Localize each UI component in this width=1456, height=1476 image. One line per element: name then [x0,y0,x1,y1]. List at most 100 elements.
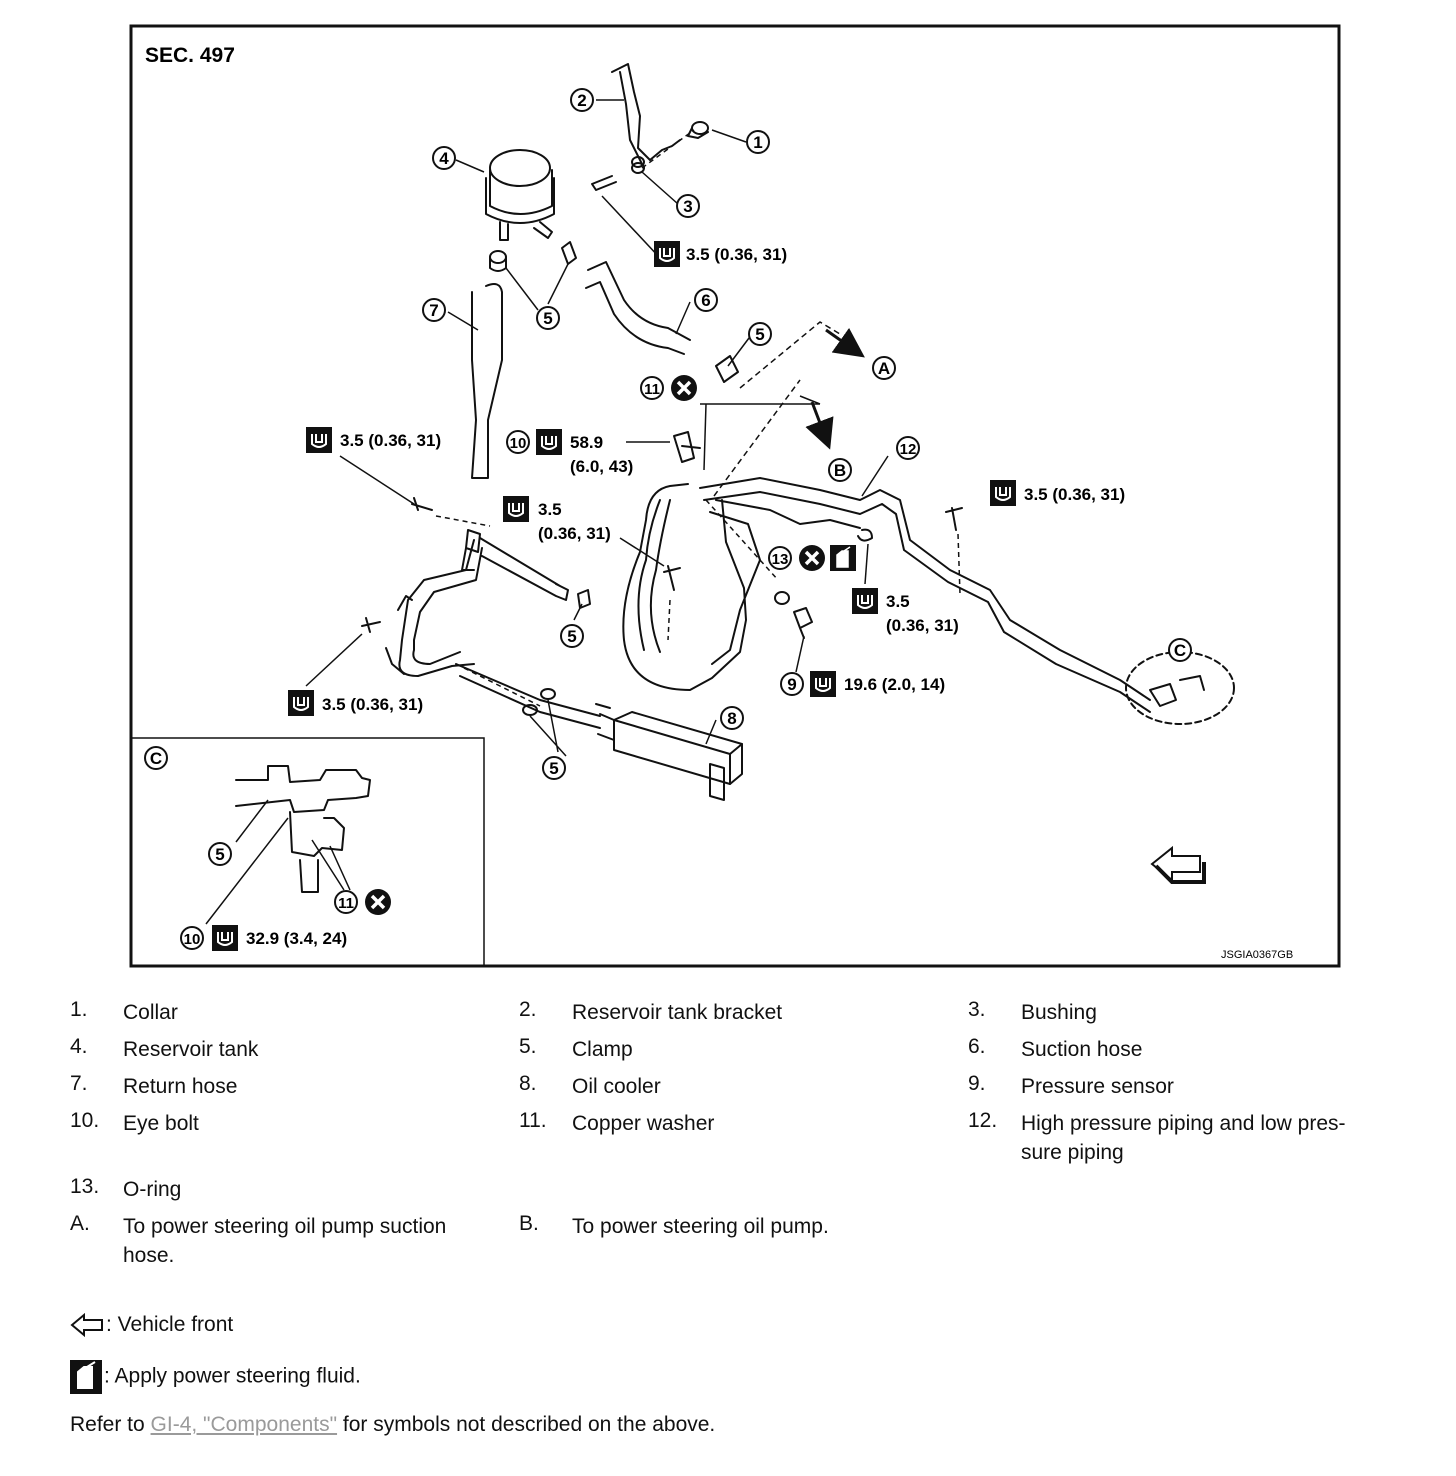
leader-5-top [505,263,569,311]
svg-text:3: 3 [683,197,692,216]
legend-text: High pressure piping and low pres-sure p… [1021,1109,1408,1167]
callout-12: 12 [896,436,920,460]
note-vehicle-front: : Vehicle front [70,1310,715,1360]
figure-code: JSGIA0367GB [1221,949,1293,961]
svg-text:32.9 (3.4, 24): 32.9 (3.4, 24) [246,929,347,948]
arrow-to-a [825,327,865,358]
torque-right: 3.5 (0.36, 31) [990,480,1125,506]
svg-text:8: 8 [727,709,736,728]
collar [687,121,709,139]
svg-text:5: 5 [543,309,552,328]
refer-suffix: for symbols not described on the above. [337,1413,716,1436]
legend-number: 6. [968,1035,986,1058]
vehicle-front-arrow-icon [70,1313,103,1338]
callout-10: 10 [506,430,530,454]
leader-torque-bracket [601,195,661,259]
arrow-to-b [805,401,834,450]
legend-text: Eye bolt [123,1112,199,1135]
bolt-left-upper [411,497,433,511]
cooler-lines [455,663,601,729]
svg-text:10: 10 [510,435,527,452]
symbol-notes: : Vehicle front : Apply power steering f… [70,1310,715,1440]
dash-to-b [713,379,801,497]
legend-text: Bushing [1021,1001,1097,1024]
oil-cooler [595,703,743,801]
torque-eyebolt: 58.9 (6.0, 43) [536,429,633,476]
legend-text: Oil cooler [572,1075,661,1098]
reservoir-tank-bracket [611,63,681,169]
note-text: : Vehicle front [106,1313,234,1336]
svg-text:2: 2 [577,91,586,110]
bolt-mid [857,528,873,542]
svg-text:3.5 (0.36, 31): 3.5 (0.36, 31) [340,431,441,450]
callout-6: 6 [694,288,718,312]
torque-sensor: 19.6 (2.0, 14) [810,671,945,697]
suction-hose [585,261,691,355]
dash-to-a [739,321,841,389]
callout-b: B [828,458,852,482]
leader-torque-center [619,537,665,567]
leader-5-others [529,333,753,757]
callout-a: A [872,356,896,380]
callout-13: 13 [768,546,792,570]
svg-text:13: 13 [772,551,789,568]
refer-prefix: Refer to [70,1413,151,1436]
component-diagram: SEC. 497 JSGIA0367GB [129,24,1341,968]
legend-text: To power steering oil pump suction hose. [123,1212,510,1270]
torque-center: 3.5 (0.36, 31) [503,496,611,543]
legend-number: 10. [70,1109,100,1132]
vehicle-front-icon [1150,845,1206,884]
left-bracket [461,529,481,571]
callout-5: 5 [542,756,566,780]
torque-detail: 32.9 (3.4, 24) [212,925,347,951]
legend-text-line: hose. [123,1244,175,1267]
legend-number: 8. [519,1072,537,1095]
callout-3: 3 [676,194,700,218]
apply-fluid-icon [70,1360,102,1394]
bolt-left-lower [361,617,381,633]
svg-text:C: C [1174,641,1186,660]
callout-5: 5 [748,322,772,346]
svg-text:58.9: 58.9 [570,433,603,452]
svg-text:11: 11 [338,895,354,912]
legend-text-line: To power steering oil pump suction [123,1215,447,1238]
svg-text:3.5 (0.36, 31): 3.5 (0.36, 31) [686,245,787,264]
bushing [631,156,645,174]
leader-6 [675,301,691,335]
legend-number: 13. [70,1175,100,1198]
legend-number: 7. [70,1072,88,1095]
parts-legend: 1.Collar 2.Reservoir tank bracket 3.Bush… [70,998,1400,1278]
do-not-reuse-icon [671,375,697,401]
svg-text:3.5: 3.5 [538,500,562,519]
legend-row: 4.Reservoir tank 5.Clamp 6.Suction hose [70,1035,1400,1072]
callout-5: 5 [536,306,560,330]
leader-12 [861,455,889,497]
svg-text:(0.36, 31): (0.36, 31) [538,524,611,543]
note-text: : Apply power steering fluid. [104,1364,361,1388]
legend-text-line: High pressure piping and low pres- [1021,1112,1346,1135]
leader-torque-left-lower [305,633,363,687]
callout-9: 9 [780,672,804,696]
components-link[interactable]: GI-4, "Components" [150,1413,338,1436]
dash-bolt-left [435,515,491,527]
apply-fluid-icon [830,545,856,571]
legend-text: Reservoir tank bracket [572,1001,783,1024]
svg-text:12: 12 [900,441,917,458]
leader-torque-left-upper [339,455,415,505]
legend-number: 9. [968,1072,986,1095]
svg-text:6: 6 [701,291,710,310]
torque-mid: 3.5 (0.36, 31) [852,588,959,635]
svg-text:10: 10 [184,931,201,948]
pressure-sensor [793,607,813,639]
dash-bolt-right [957,533,961,595]
legend-number: 2. [519,998,537,1021]
legend-text: Pressure sensor [1021,1075,1174,1098]
note-apply-fluid: : Apply power steering fluid. [70,1360,715,1410]
legend-text: Clamp [572,1038,633,1061]
svg-text:11: 11 [644,381,660,398]
svg-text:4: 4 [439,149,449,168]
bracket-bolt [591,175,617,191]
left-piping [385,537,569,677]
svg-text:1: 1 [753,133,762,152]
note-refer: Refer to GI-4, "Components" for symbols … [70,1410,715,1440]
